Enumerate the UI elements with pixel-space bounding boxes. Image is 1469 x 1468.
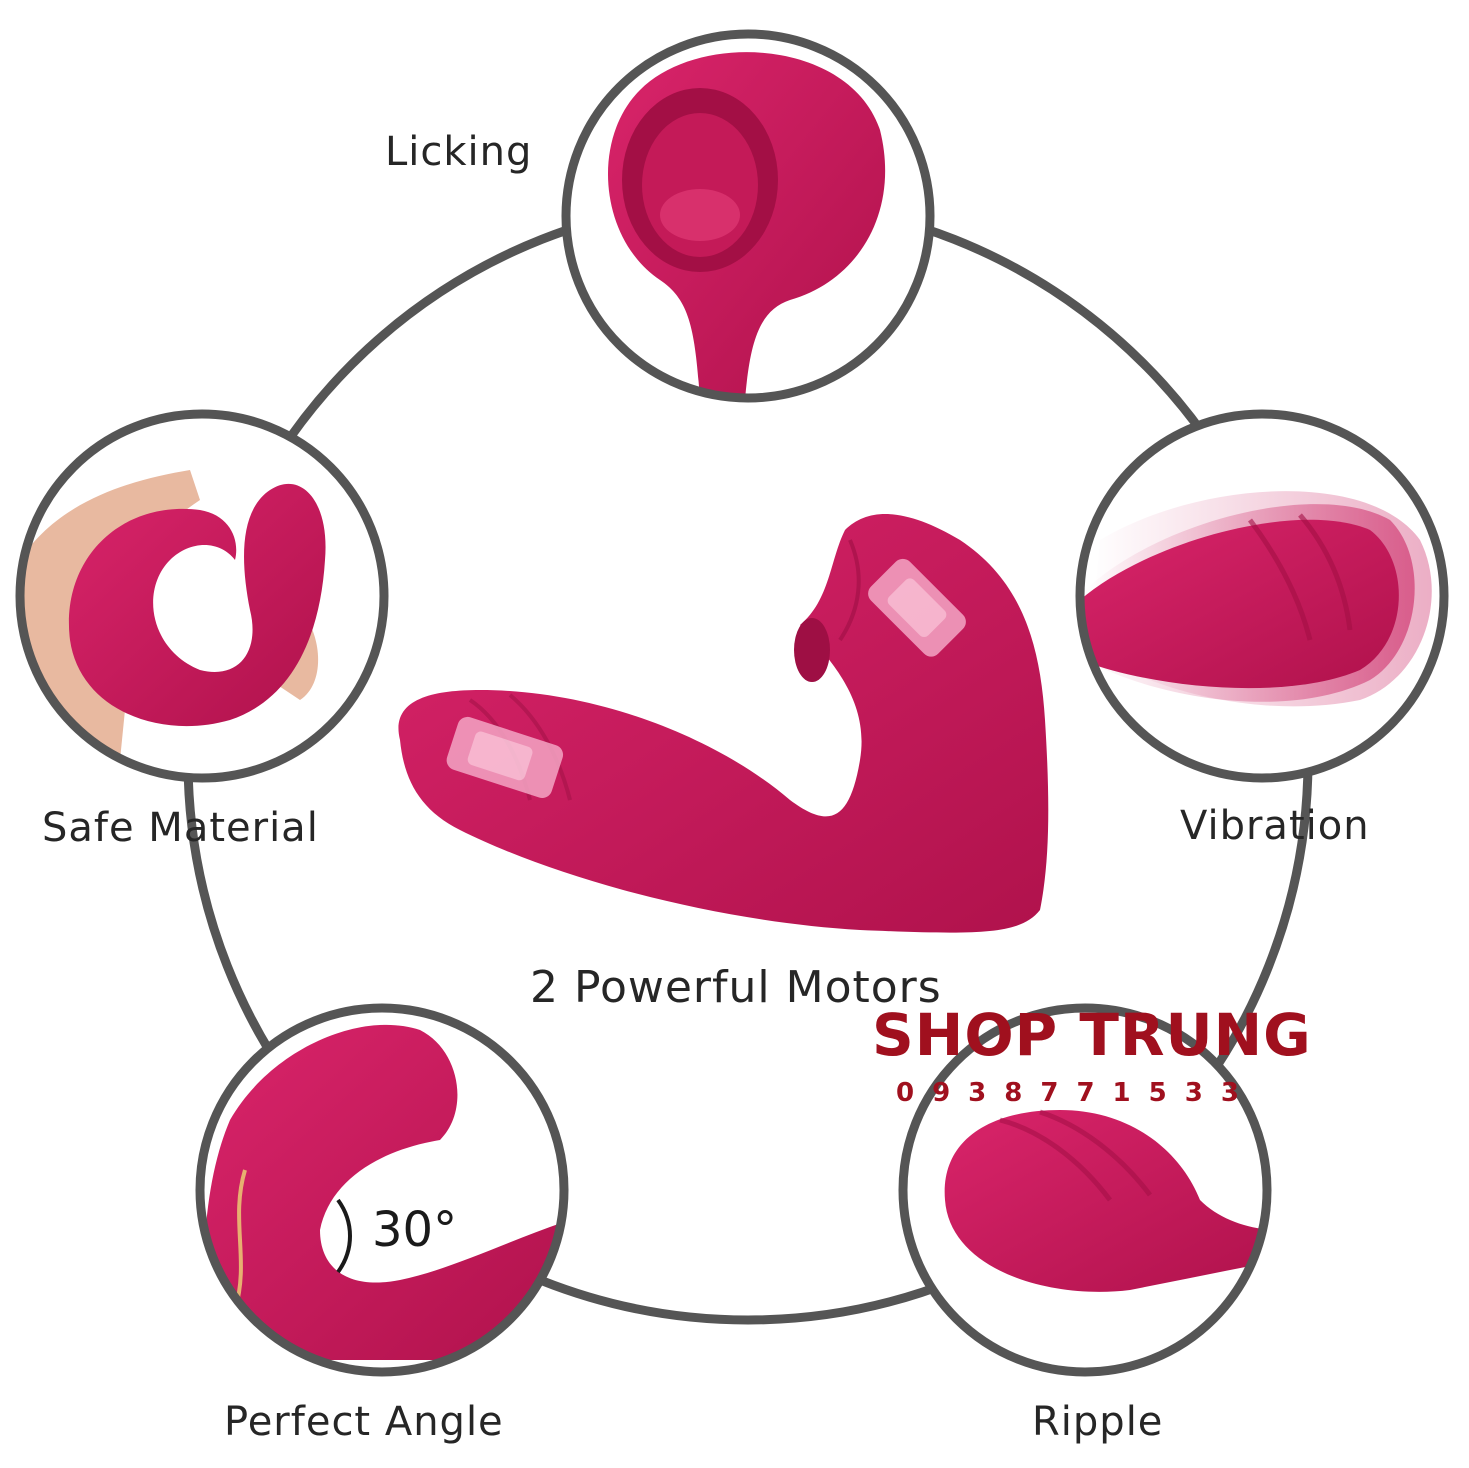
ripple-tip-illustration: [944, 1110, 1267, 1292]
watermark-phone: 0938771533: [896, 1078, 1257, 1108]
feature-label-licking: Licking: [385, 129, 533, 175]
angle-product-illustration: [204, 1024, 564, 1360]
feature-label-safe-material: Safe Material: [42, 805, 319, 851]
central-product-illustration: [398, 513, 1049, 933]
product-illustration: [68, 483, 326, 727]
feature-label-vibration: Vibration: [1180, 803, 1370, 849]
vibration-tip-illustration: [1080, 519, 1399, 689]
angle-arc-icon: [336, 1198, 352, 1274]
licking-feature-circle: [561, 29, 935, 403]
watermark-brand: SHOP TRUNG: [872, 1001, 1312, 1069]
angle-value: 30°: [372, 1202, 458, 1258]
center-caption: 2 Powerful Motors: [530, 962, 942, 1013]
perfect-angle-feature-circle: [195, 1003, 569, 1377]
safe-material-feature-circle: [15, 409, 389, 783]
motor-icon: [446, 716, 564, 799]
motor-icon: [868, 558, 966, 657]
feature-label-perfect-angle: Perfect Angle: [224, 1399, 504, 1445]
vibration-feature-circle: [1075, 409, 1449, 783]
feature-label-ripple: Ripple: [1032, 1399, 1164, 1445]
ripple-feature-circle: [898, 1003, 1272, 1377]
